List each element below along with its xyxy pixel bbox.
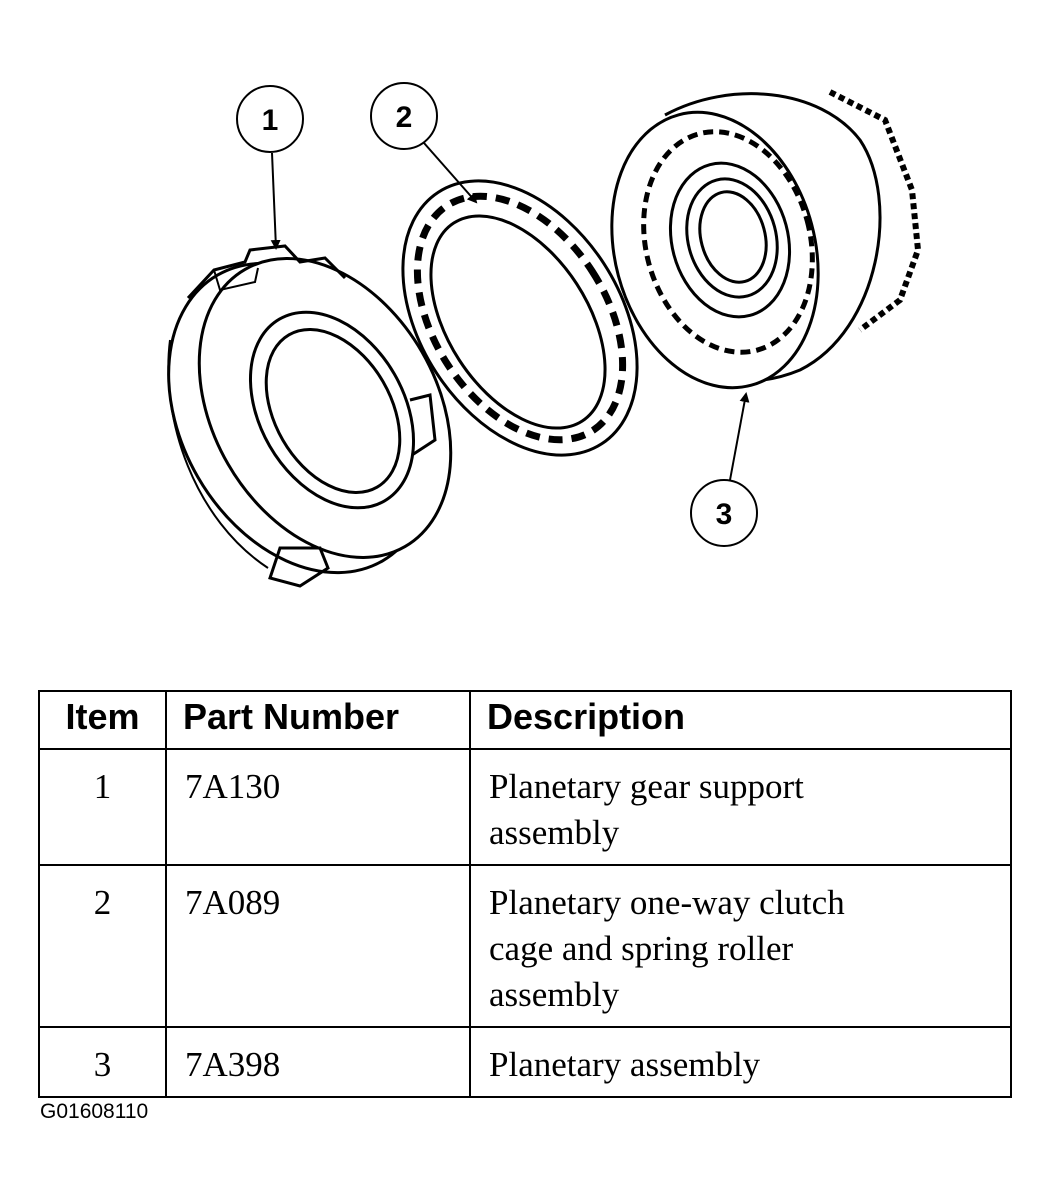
description-line: assembly — [489, 813, 620, 852]
callout-3-label: 3 — [716, 498, 733, 531]
table-row: 3 7A398 Planetary assembly — [38, 1026, 1012, 1098]
planetary-assembly-part — [610, 89, 922, 390]
planetary-gear-support-part — [167, 244, 453, 588]
row-description: Planetary one-way clutch cage and spring… — [469, 864, 1012, 1028]
one-way-clutch-cage-part — [401, 179, 639, 457]
row-item: 1 — [38, 748, 167, 866]
callout-1-arrow — [270, 152, 281, 250]
header-item: Item — [38, 690, 167, 750]
description-line: assembly — [489, 975, 620, 1014]
header-part-number: Part Number — [165, 690, 471, 750]
row-part-number: 7A398 — [165, 1026, 471, 1098]
table-row: 1 7A130 Planetary gear support assembly — [38, 748, 1012, 866]
row-item: 3 — [38, 1026, 167, 1098]
callout-1: 1 — [236, 85, 304, 153]
description-line: cage and spring roller — [489, 929, 794, 968]
callout-2-arrow — [423, 142, 478, 204]
callout-3-arrow — [729, 392, 750, 481]
callout-2-label: 2 — [396, 101, 413, 134]
row-part-number: 7A130 — [165, 748, 471, 866]
row-description: Planetary assembly — [469, 1026, 1012, 1098]
table-row: 2 7A089 Planetary one-way clutch cage an… — [38, 864, 1012, 1028]
description-line: Planetary gear support — [489, 767, 804, 806]
callout-3: 3 — [690, 479, 758, 547]
exploded-parts-illustration: 1 2 3 — [167, 82, 922, 588]
parts-table: Item Part Number Description 1 7A130 Pla… — [38, 690, 1012, 1098]
header-description: Description — [469, 690, 1012, 750]
callout-1-label: 1 — [262, 104, 279, 137]
row-description: Planetary gear support assembly — [469, 748, 1012, 866]
table-header-row: Item Part Number Description — [38, 690, 1012, 750]
description-line: Planetary one-way clutch — [489, 883, 845, 922]
description-line: Planetary assembly — [489, 1045, 761, 1084]
row-part-number: 7A089 — [165, 864, 471, 1028]
figure-id: G01608110 — [40, 1100, 149, 1123]
callout-2: 2 — [370, 82, 438, 150]
row-item: 2 — [38, 864, 167, 1028]
